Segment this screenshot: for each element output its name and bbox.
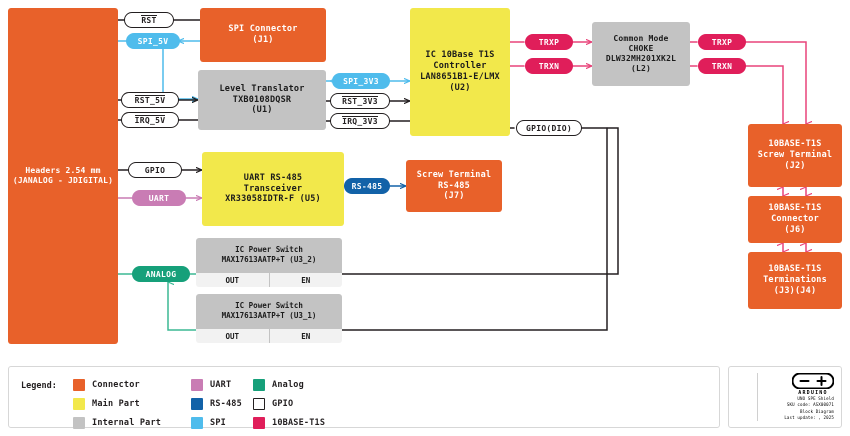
signal-label-gpio: GPIO [144, 165, 166, 175]
block-screw-terminal-rs485[interactable]: Screw Terminal RS-485 (J7) [406, 160, 502, 212]
signal-label-gpio-dio: GPIO(DIO) [525, 123, 573, 133]
signal-label-trxn-left: TRXN [538, 61, 560, 71]
legend-label-rs485: RS-485 [210, 399, 242, 409]
signal-pill-gpio[interactable]: GPIO [128, 162, 182, 178]
legend-label-uart: UART [210, 380, 232, 390]
signal-pill-spi-5v[interactable]: SPI_5V [126, 33, 180, 49]
signal-pill-irq-3v3[interactable]: IRQ_3V3 [330, 113, 390, 129]
power-switch-u3-1-pins: OUT EN [196, 329, 342, 343]
legend-swatch-gpio [253, 398, 265, 410]
legend-title: Legend: [21, 381, 57, 391]
block-level-translator[interactable]: Level Translator TXB0108DQSR (U1) [198, 70, 326, 130]
legend-swatch-uart [191, 379, 203, 391]
signal-label-irq-3v3: IRQ_3V3 [342, 115, 378, 126]
signal-label-trxn-right: TRXN [711, 61, 733, 71]
signal-pill-rst[interactable]: RST [124, 12, 174, 28]
signal-pill-gpio-dio[interactable]: GPIO(DIO) [516, 120, 582, 136]
signal-pill-rst-3v3[interactable]: RST_3V3 [330, 93, 390, 109]
legend-item-internal-part: Internal Part [73, 417, 161, 429]
block-t1s-screw-terminal[interactable]: 10BASE-T1S Screw Terminal (J2) [748, 124, 842, 187]
signal-pill-irq-5v[interactable]: IRQ_5V [121, 112, 179, 128]
signal-label-rst: RST [141, 14, 158, 25]
signal-pill-analog[interactable]: ANALOG [132, 266, 190, 282]
signal-label-trxp-left: TRXP [538, 37, 560, 47]
legend-item-analog: Analog [253, 379, 304, 391]
signal-label-analog: ANALOG [145, 269, 177, 279]
title-block-content: ARDUINO UNO SPE Shield SKU code: ASX0007… [784, 372, 841, 421]
signal-label-spi-5v: SPI_5V [137, 36, 169, 46]
signal-pill-spi-3v3[interactable]: SPI_3V3 [332, 73, 390, 89]
title-block-line-3: Block Diagram [800, 408, 834, 414]
block-power-switch-u3-1[interactable]: IC Power Switch MAX17613AATP+T (U3_1) OU… [196, 294, 342, 343]
legend-swatch-main-part [73, 398, 85, 410]
signal-label-rst-3v3: RST_3V3 [342, 95, 378, 106]
signal-label-rst-5v: RST_5V [134, 94, 166, 105]
arduino-brand-text: ARDUINO [798, 389, 828, 396]
title-block-line-4: Last update: , 2025 [784, 414, 834, 420]
power-switch-u3-2-pin-out[interactable]: OUT [225, 275, 240, 285]
block-t1s-connector[interactable]: 10BASE-T1S Connector (J6) [748, 196, 842, 243]
signal-label-spi-3v3: SPI_3V3 [343, 76, 379, 86]
arduino-infinity-icon [792, 372, 834, 389]
legend-item-spi: SPI [191, 417, 226, 429]
power-switch-u3-1-header: IC Power Switch MAX17613AATP+T (U3_1) [196, 294, 342, 329]
legend-label-internal-part: Internal Part [92, 418, 162, 428]
signal-pill-trxp-left[interactable]: TRXP [525, 34, 573, 50]
power-switch-u3-2-pins: OUT EN [196, 273, 342, 287]
title-block-line-1: UNO SPE Shield [797, 395, 834, 401]
signal-label-rs485: RS-485 [351, 181, 383, 191]
legend-label-gpio: GPIO [272, 399, 294, 409]
signal-pill-rst-5v[interactable]: RST_5V [121, 92, 179, 108]
legend-label-10base-t1s: 10BASE-T1S [272, 418, 326, 428]
legend-panel: Legend: Connector Main Part Internal Par… [8, 366, 720, 429]
signal-pill-trxn-left[interactable]: TRXN [525, 58, 573, 74]
legend-label-spi: SPI [210, 418, 226, 428]
power-switch-u3-2-pin-en[interactable]: EN [268, 273, 343, 287]
block-uart-rs485-transceiver[interactable]: UART RS-485 Transceiver XR33058IDTR-F (U… [202, 152, 344, 226]
signal-pill-trxp-right[interactable]: TRXP [698, 34, 746, 50]
block-power-switch-u3-2[interactable]: IC Power Switch MAX17613AATP+T (U3_2) OU… [196, 238, 342, 287]
block-t1s-controller[interactable]: IC 10Base T1S Controller LAN8651B1-E/LMX… [410, 8, 510, 136]
signal-pill-uart[interactable]: UART [132, 190, 186, 206]
legend-item-main-part: Main Part [73, 398, 140, 410]
block-t1s-terminations[interactable]: 10BASE-T1S Terminations (J3)(J4) [748, 252, 842, 309]
legend-swatch-10base-t1s [253, 417, 265, 429]
title-block-divider [757, 373, 758, 421]
legend-swatch-analog [253, 379, 265, 391]
legend-swatch-internal-part [73, 417, 85, 429]
signal-pill-rs485[interactable]: RS-485 [344, 178, 390, 194]
power-switch-u3-2-header: IC Power Switch MAX17613AATP+T (U3_2) [196, 238, 342, 273]
legend-item-10base-t1s: 10BASE-T1S [253, 417, 325, 429]
legend-swatch-rs485 [191, 398, 203, 410]
legend-item-gpio: GPIO [253, 398, 293, 410]
signal-label-irq-5v: IRQ_5V [134, 114, 166, 125]
block-common-mode-choke[interactable]: Common Mode CHOKE DLW32MH201XK2L (L2) [592, 22, 690, 86]
title-block-line-2: SKU code: ASX00071 [786, 402, 834, 408]
legend-swatch-connector [73, 379, 85, 391]
arduino-logo: ARDUINO [792, 372, 834, 396]
legend-label-connector: Connector [92, 380, 140, 390]
signal-label-trxp-right: TRXP [711, 37, 733, 47]
title-block: ARDUINO UNO SPE Shield SKU code: ASX0007… [728, 366, 842, 428]
legend-item-uart: UART [191, 379, 231, 391]
legend-swatch-spi [191, 417, 203, 429]
power-switch-u3-1-pin-out[interactable]: OUT [225, 331, 240, 341]
block-headers[interactable]: Headers 2.54 mm (JANALOG - JDIGITAL) [8, 8, 118, 344]
legend-item-connector: Connector [73, 379, 140, 391]
legend-label-analog: Analog [272, 380, 304, 390]
legend-item-rs485: RS-485 [191, 398, 242, 410]
power-switch-u3-1-pin-en[interactable]: EN [268, 329, 343, 343]
legend-label-main-part: Main Part [92, 399, 140, 409]
signal-pill-trxn-right[interactable]: TRXN [698, 58, 746, 74]
block-spi-connector[interactable]: SPI Connector (J1) [200, 8, 326, 62]
signal-label-uart: UART [148, 193, 170, 203]
